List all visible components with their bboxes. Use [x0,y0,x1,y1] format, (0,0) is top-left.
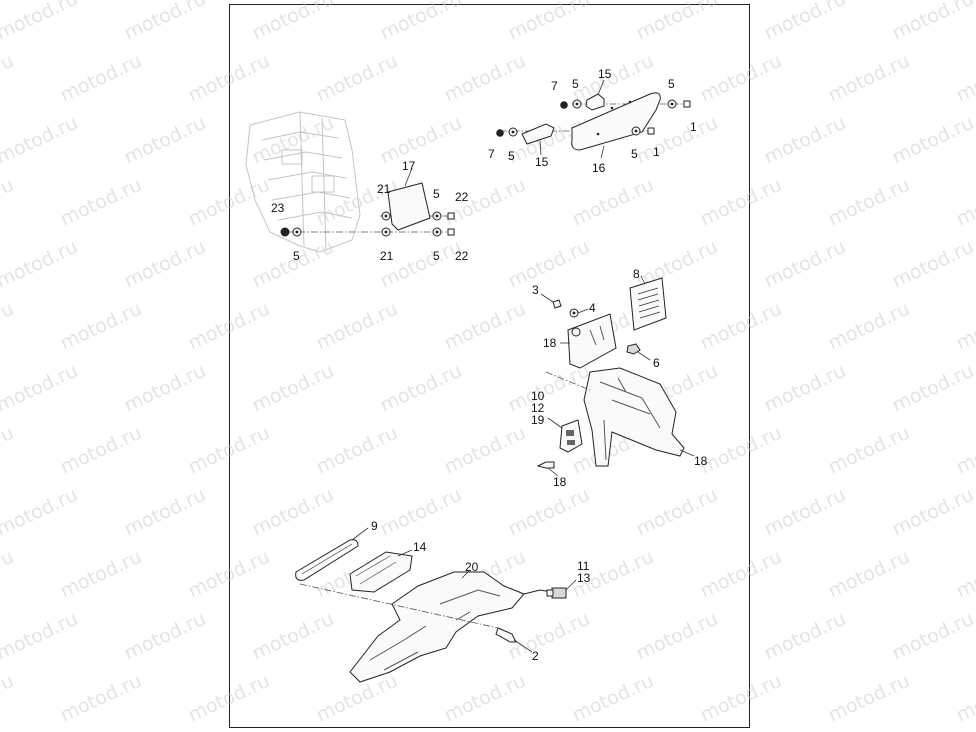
washer-5 [631,126,641,136]
callout-19: 19 [531,413,545,427]
washer-21-lower [381,227,391,237]
nut-22-lower [447,228,455,236]
callout-5: 5 [433,187,440,201]
nut-6 [626,343,641,355]
callout-7: 7 [488,147,495,161]
nut-23 [280,227,290,237]
label-8 [629,277,667,331]
callout-5: 5 [508,149,515,163]
washer-5-upper [432,211,442,221]
callout-5: 5 [572,77,579,91]
callout-labels: 7 5 15 5 1 7 5 15 16 5 1 17 21 5 22 23 5… [271,67,708,663]
screw-1-upper [683,100,691,108]
callout-6: 6 [653,356,660,370]
callout-13: 13 [577,571,591,585]
bracket-18-upper [567,313,617,369]
bracket-15-lower [521,123,555,145]
callout-17: 17 [402,159,416,173]
screw-3 [552,299,562,309]
connector-11-13 [523,587,567,599]
callout-12: 12 [531,401,545,415]
callout-11: 11 [577,559,590,573]
callout-10: 10 [531,389,545,403]
callout-20: 20 [465,560,479,574]
callout-22: 22 [455,190,469,204]
callout-21: 21 [380,249,394,263]
nut-7-upper [560,101,568,109]
callout-15: 15 [598,67,612,81]
callout-23: 23 [271,201,285,215]
callout-18: 18 [694,454,708,468]
callout-4: 4 [589,301,596,315]
screw-2 [495,627,517,643]
washer-5 [572,99,582,109]
washer-5 [667,99,677,109]
callout-7: 7 [551,79,558,93]
callout-1: 1 [690,120,697,134]
washer-21-upper [381,211,391,221]
callout-14: 14 [413,540,427,554]
engine-ghost-outline [245,111,361,253]
callout-15: 15 [535,155,549,169]
callout-8: 8 [633,267,640,281]
plate-16 [571,92,661,151]
screw-1-lower [647,127,655,135]
callout-5: 5 [631,147,638,161]
bracket-17 [387,182,431,231]
callout-16: 16 [592,161,606,175]
nut-22-upper [447,212,455,220]
nut-7-lower [496,129,504,137]
callout-22: 22 [455,249,469,263]
washer-5-left [292,227,302,237]
callout-2: 2 [532,649,539,663]
fender-18 [583,367,685,467]
callout-18: 18 [553,475,567,489]
bracket-15-upper [585,93,605,111]
screw-18 [536,461,555,469]
washer-4 [569,308,579,318]
callout-1: 1 [653,145,660,159]
washer-5 [508,127,518,137]
callout-21: 21 [377,182,391,196]
callout-5: 5 [433,249,440,263]
callout-5: 5 [293,249,300,263]
callout-18: 18 [543,336,557,350]
washer-5-lower [432,227,442,237]
callout-5: 5 [668,77,675,91]
callout-9: 9 [371,519,378,533]
reflector-14 [349,551,413,593]
callout-3: 3 [532,283,539,297]
